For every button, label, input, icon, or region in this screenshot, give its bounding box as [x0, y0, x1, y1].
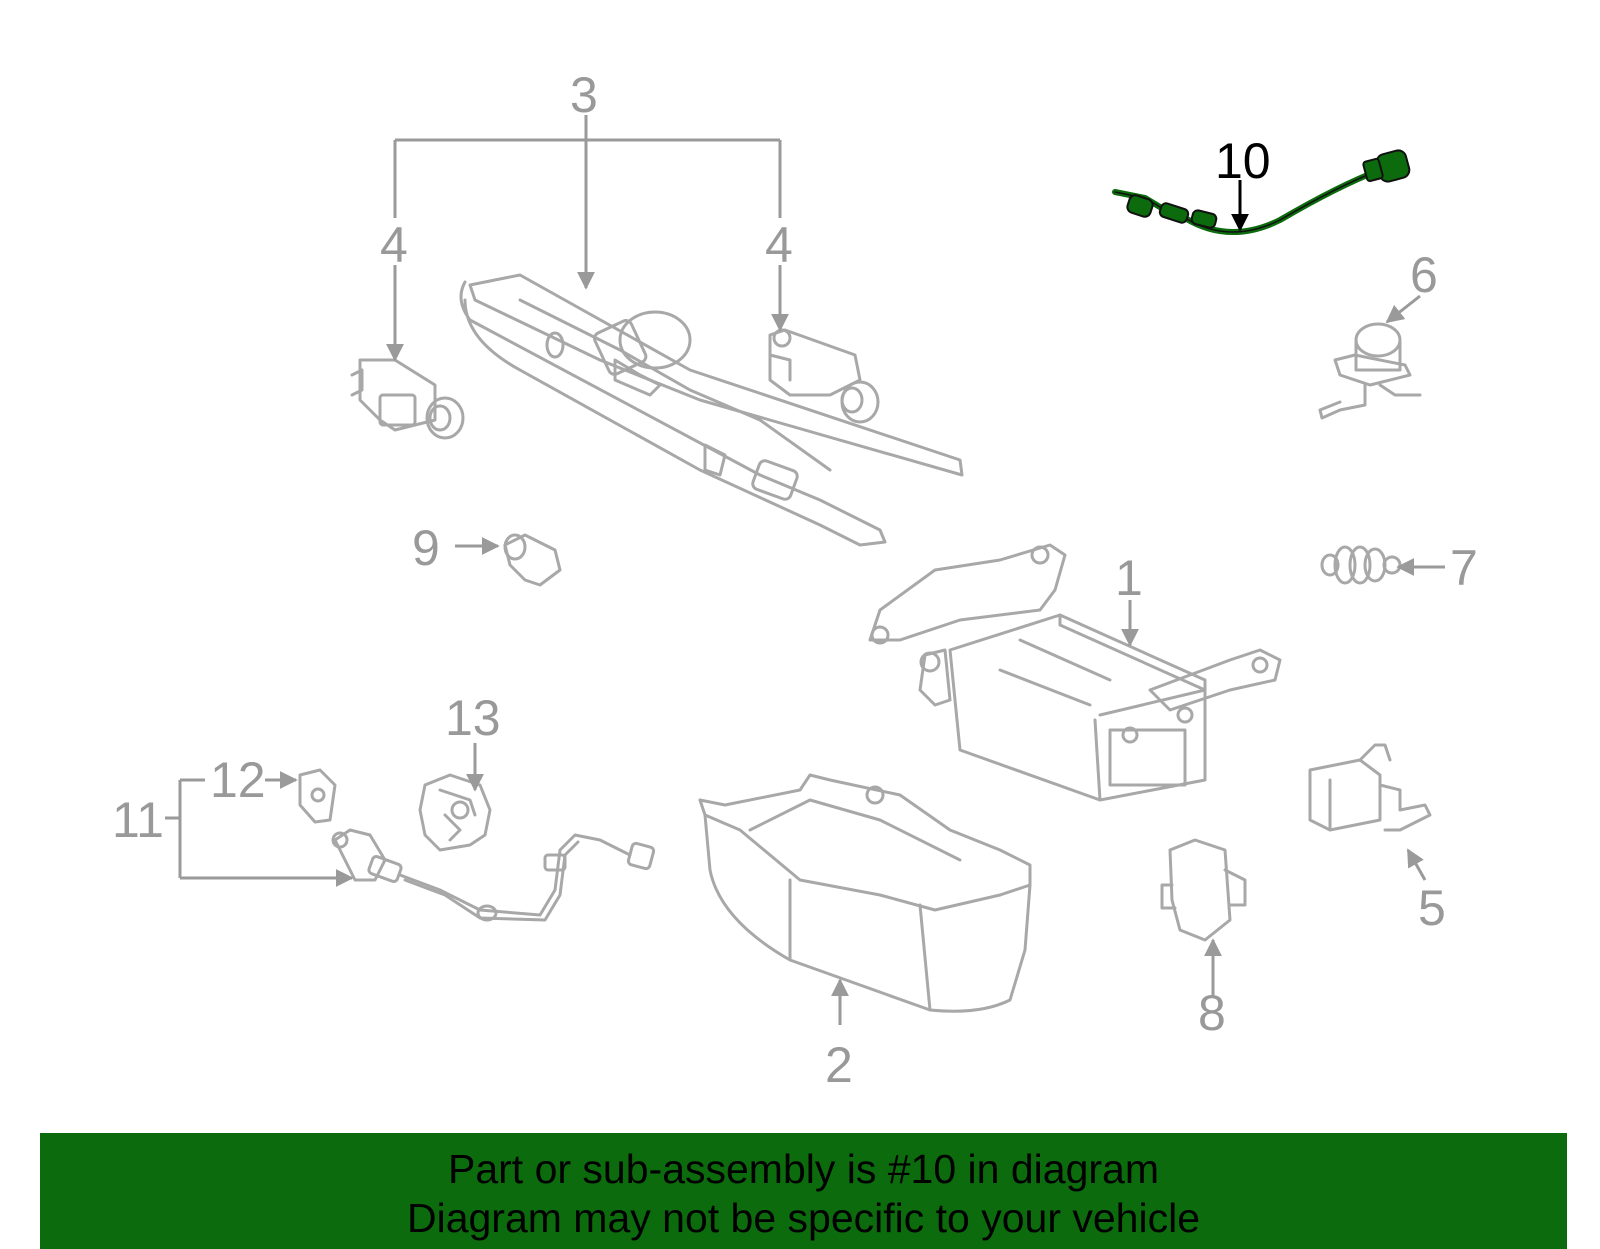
leader-lines	[165, 115, 1445, 1025]
parts-diagram: 3 4 4 10 6 9 1 7 13 12 11 5 8 2	[112, 67, 1478, 1093]
part-9-cap[interactable]	[503, 533, 562, 587]
part-1-canister[interactable]	[868, 543, 1282, 802]
part-10-oxygen-sensor[interactable]	[1112, 149, 1411, 235]
callout-1: 1	[1115, 550, 1143, 606]
callout-11: 11	[112, 792, 164, 848]
part-6-valve[interactable]	[1318, 322, 1422, 420]
part-3-bracket[interactable]	[459, 273, 964, 547]
part-12-gasket[interactable]	[298, 768, 337, 824]
callout-10: 10	[1215, 133, 1271, 189]
callout-12: 12	[210, 752, 266, 808]
part-13-bracket[interactable]	[418, 773, 492, 852]
callout-3: 3	[570, 67, 598, 123]
part-8-sensor[interactable]	[1160, 838, 1247, 942]
callout-4-right: 4	[765, 217, 793, 273]
part-11-oxygen-sensor[interactable]	[331, 828, 656, 922]
banner-line-2: Diagram may not be specific to your vehi…	[406, 1195, 1200, 1241]
callout-8: 8	[1198, 985, 1226, 1041]
part-4-right-valve[interactable]	[768, 328, 880, 424]
callout-13: 13	[445, 690, 501, 746]
callout-5: 5	[1418, 880, 1446, 936]
disclaimer-banner: Part or sub-assembly is #10 in diagram D…	[40, 1133, 1567, 1249]
callout-6: 6	[1410, 247, 1438, 303]
part-7-plug[interactable]	[1320, 545, 1402, 585]
callout-4-left: 4	[380, 217, 408, 273]
part-4-left-valve[interactable]	[350, 358, 465, 440]
callout-7: 7	[1450, 540, 1478, 596]
banner-line-1: Part or sub-assembly is #10 in diagram	[448, 1146, 1159, 1192]
callout-2: 2	[825, 1037, 853, 1093]
part-5-valve[interactable]	[1308, 743, 1432, 832]
callout-9: 9	[412, 520, 440, 576]
part-2-tray[interactable]	[698, 773, 1032, 1013]
